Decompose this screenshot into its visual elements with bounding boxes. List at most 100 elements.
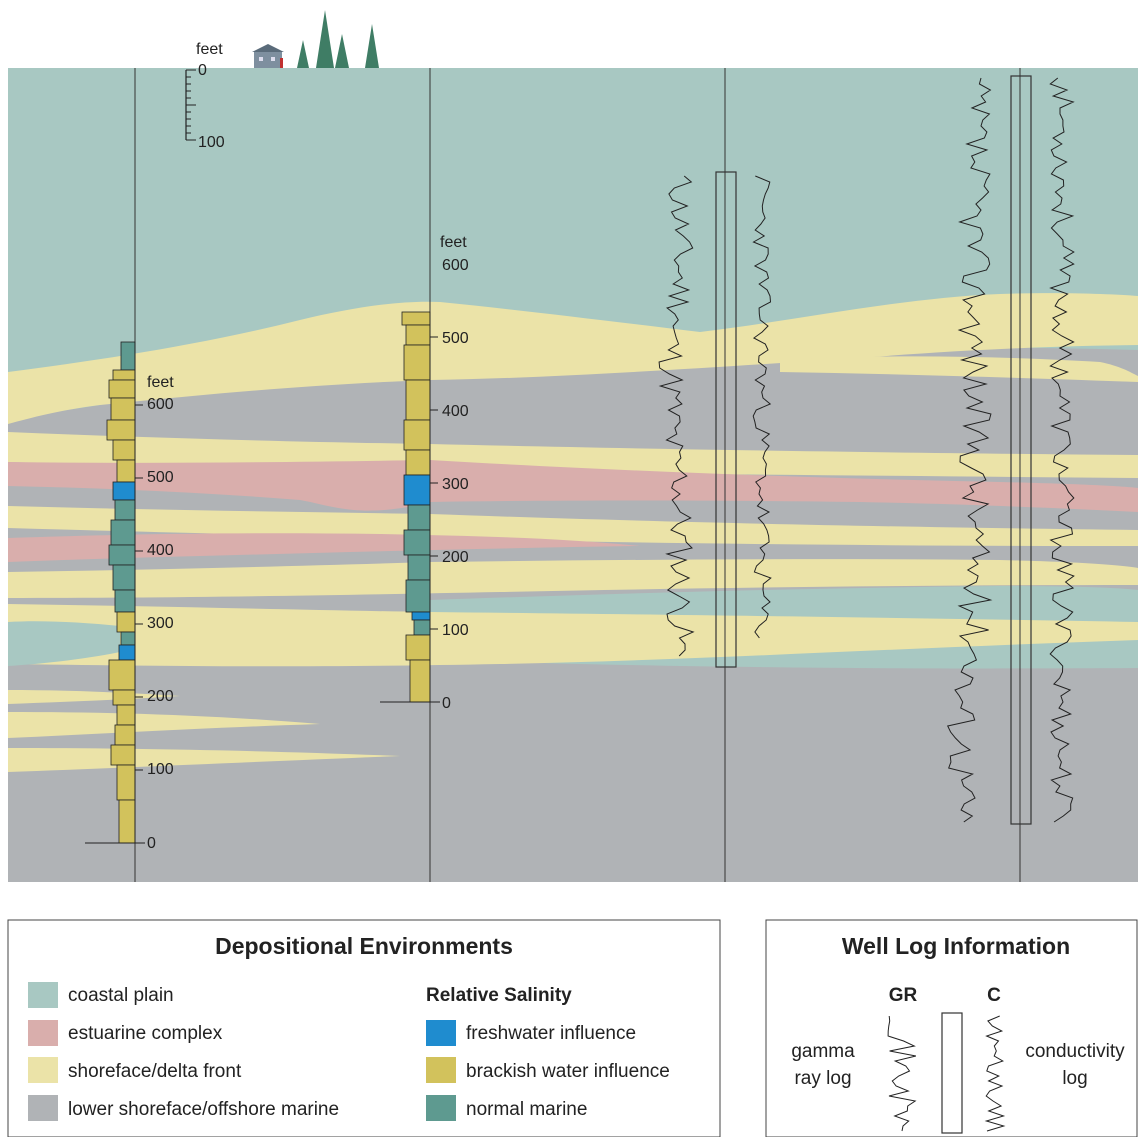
legend-gamma-ray-curve xyxy=(887,1015,917,1132)
well-4-track-box xyxy=(1010,75,1032,825)
well-3-track-box xyxy=(715,171,737,668)
column-bed xyxy=(112,439,136,461)
column-bed xyxy=(403,419,431,451)
well-1-tick-0: 0 xyxy=(147,835,156,852)
legend-env-title: Depositional Environments xyxy=(215,933,513,959)
legend-item-brackish: brackish water influence xyxy=(466,1061,670,1082)
well-1-column: feet 600 500 400 300 200 100 0 xyxy=(85,341,174,852)
column-bed xyxy=(120,631,136,646)
offshore-lower-zone xyxy=(8,657,1138,882)
legend-conductivity-curve xyxy=(984,1015,1006,1132)
well-2-tick-0: 0 xyxy=(442,695,451,712)
shoreface-band-5 xyxy=(8,604,1138,667)
well-2-tick-400: 400 xyxy=(442,403,469,420)
column-bed xyxy=(405,379,431,421)
column-bed xyxy=(114,724,136,746)
column-bed xyxy=(401,311,431,326)
cross-section-panel xyxy=(8,68,1138,882)
legend-swatch-brackish xyxy=(426,1057,456,1083)
column-bed xyxy=(405,579,431,613)
well-3-logs xyxy=(658,171,772,668)
column-bed xyxy=(403,474,431,506)
top-scale-unit: feet xyxy=(196,41,223,58)
column-bed xyxy=(116,611,136,633)
well-2-column: feet 600 500 400 300 200 100 0 xyxy=(380,234,469,712)
well-4-gamma-ray-log xyxy=(946,77,993,823)
shoreface-tongue-1 xyxy=(8,712,320,738)
shoreface-band-3 xyxy=(8,506,1138,546)
shoreface-lens-right xyxy=(780,356,1138,382)
column-bed xyxy=(116,459,136,483)
legend-track-box xyxy=(941,1012,963,1134)
column-bed xyxy=(118,799,136,844)
column-bed xyxy=(112,369,136,381)
column-bed xyxy=(116,764,136,801)
legend-gamma-label-line-2: ray log xyxy=(794,1068,851,1089)
legend-swatch-estuarine xyxy=(28,1020,58,1046)
column-bed xyxy=(411,611,431,621)
well-2-tick-600: 600 xyxy=(442,257,469,274)
well-3-conductivity-log xyxy=(752,175,772,639)
column-bed xyxy=(407,504,431,531)
legend-log-title: Well Log Information xyxy=(842,933,1070,959)
column-bed xyxy=(108,659,136,691)
well-1-tick-500: 500 xyxy=(147,469,174,486)
top-scale-label-0: 0 xyxy=(198,62,207,79)
legend-swatch-shoreface xyxy=(28,1057,58,1083)
column-bed xyxy=(112,564,136,591)
shoreface-upper-band xyxy=(8,293,1138,424)
well-2-scale-unit: feet xyxy=(440,234,467,251)
column-bed xyxy=(112,689,136,706)
column-bed xyxy=(114,589,136,613)
column-bed xyxy=(405,449,431,476)
column-bed xyxy=(108,544,136,566)
well-1-tick-200: 200 xyxy=(147,688,174,705)
legend-item-coastal-plain: coastal plain xyxy=(68,985,174,1006)
legend-gamma-label-line-1: gamma xyxy=(791,1041,855,1062)
well-2-tick-100: 100 xyxy=(442,622,469,639)
well-1-scale-unit: feet xyxy=(147,374,174,391)
well-2-tick-200: 200 xyxy=(442,549,469,566)
column-bed xyxy=(405,324,431,346)
column-bed xyxy=(403,344,431,381)
column-bed xyxy=(114,499,136,521)
column-bed xyxy=(110,397,136,421)
estuarine-band-1 xyxy=(8,460,1138,512)
legend-item-offshore: lower shoreface/offshore marine xyxy=(68,1099,339,1120)
column-bed xyxy=(110,744,136,766)
column-bed xyxy=(108,379,136,399)
column-bed xyxy=(116,704,136,726)
column-bed xyxy=(120,341,136,371)
legend-swatch-offshore xyxy=(28,1095,58,1121)
well-4-logs xyxy=(946,75,1075,825)
column-bed xyxy=(409,659,431,703)
legend-item-estuarine: estuarine complex xyxy=(68,1023,223,1044)
legend-item-shoreface: shoreface/delta front xyxy=(68,1061,242,1082)
shoreface-band-4 xyxy=(8,559,1138,598)
legend-swatch-coastal-plain xyxy=(28,982,58,1008)
well-2-tick-300: 300 xyxy=(442,476,469,493)
legend-item-normal-marine: normal marine xyxy=(466,1099,587,1120)
legend-item-freshwater: freshwater influence xyxy=(466,1023,636,1044)
top-depth-scale: feet 0 100 xyxy=(185,41,225,151)
tree-icons xyxy=(297,10,379,68)
well-4-conductivity-log xyxy=(1049,77,1075,823)
legend-swatch-normal-marine xyxy=(426,1095,456,1121)
top-scale-label-100: 100 xyxy=(198,134,225,151)
well-1-tick-100: 100 xyxy=(147,761,174,778)
column-bed xyxy=(106,419,136,441)
legend-salinity-title: Relative Salinity xyxy=(426,985,572,1006)
well-1-tick-300: 300 xyxy=(147,615,174,632)
column-bed xyxy=(110,519,136,546)
legend-gr-label: GR xyxy=(889,985,918,1006)
column-bed xyxy=(118,644,136,661)
legend-swatch-freshwater xyxy=(426,1020,456,1046)
estuarine-band-2 xyxy=(8,533,640,562)
well-1-tick-600: 600 xyxy=(147,396,174,413)
shoreface-tongue-3 xyxy=(8,690,180,704)
column-bed xyxy=(413,619,431,636)
legend-c-label: C xyxy=(987,985,1001,1006)
column-bed xyxy=(403,529,431,556)
well-1-tick-400: 400 xyxy=(147,542,174,559)
